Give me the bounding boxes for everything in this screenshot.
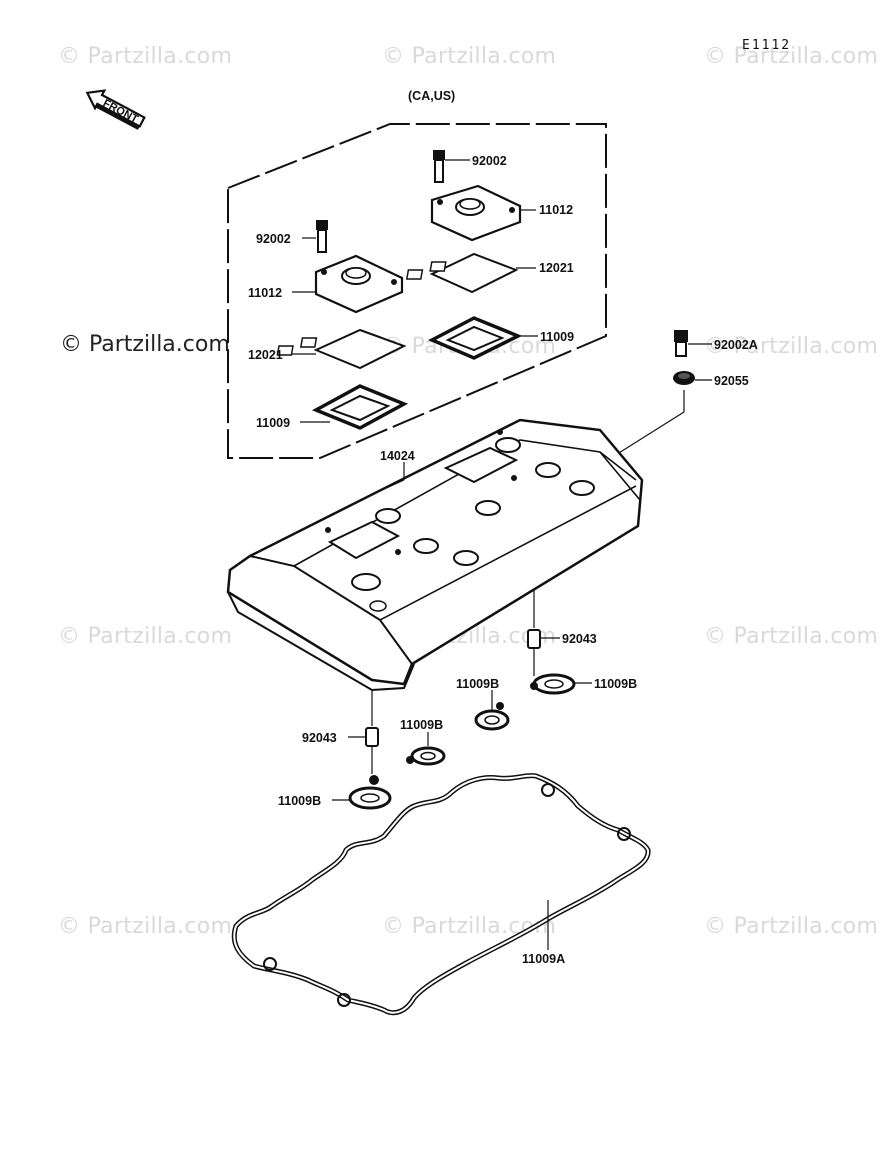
washer-92055-icon: [673, 371, 695, 385]
watermark: © Partzilla.com: [704, 44, 879, 69]
part-label: 11009: [256, 416, 290, 430]
watermark: © Partzilla.com: [58, 44, 233, 69]
part-label: 92002: [472, 154, 507, 168]
washer-11009B-left-icon: [348, 775, 392, 810]
part-label: 11009B: [456, 677, 499, 691]
part-label: 11009A: [522, 952, 565, 966]
part-label: 11009: [540, 330, 574, 344]
part-label: 12021: [248, 348, 283, 362]
part-label: 11009B: [594, 677, 637, 691]
reed-plate-12021-left-icon: [276, 328, 407, 370]
reed-plate-12021-right-icon: [405, 252, 519, 294]
watermark: © Partzilla.com: [704, 914, 879, 939]
watermark-dark: © Partzilla.com: [60, 332, 230, 357]
watermark: © Partzilla.com: [704, 334, 879, 359]
part-label: 92055: [714, 374, 749, 388]
bolt-92002-upper-icon: [433, 150, 445, 183]
bolt-92002A-icon: [674, 330, 688, 357]
watermark: © Partzilla.com: [58, 624, 233, 649]
dowel-pin-92043-right-icon: [527, 629, 541, 649]
part-label: 12021: [539, 261, 574, 275]
part-label: 11009B: [400, 718, 443, 732]
gasket-11009-right-icon: [427, 316, 523, 360]
watermark: © Partzilla.com: [58, 914, 233, 939]
dowel-pin-92043-left-icon: [365, 727, 379, 747]
watermark: © Partzilla.com: [704, 624, 879, 649]
diagram-code: E1112: [742, 38, 792, 53]
part-label: 92002A: [714, 338, 758, 352]
washer-11009B-mid-icon: [474, 702, 510, 731]
washer-11009B-center-icon: [406, 746, 446, 766]
valve-cover-plate-11012-upper-icon: [430, 184, 522, 242]
part-label: 11009B: [278, 794, 321, 808]
part-label: 11012: [248, 286, 282, 300]
watermark: © Partzilla.com: [382, 914, 557, 939]
part-label: 92002: [256, 232, 291, 246]
part-label: 92043: [562, 632, 597, 646]
part-label: 92043: [302, 731, 337, 745]
gasket-11009-left-icon: [311, 384, 409, 430]
cylinder-head-cover-14024-icon: [226, 418, 644, 692]
part-label: 11012: [539, 203, 573, 217]
bolt-92002-left-icon: [316, 220, 328, 253]
head-cover-gasket-11009A-icon: [231, 773, 651, 1016]
front-arrow-icon: FRONT: [85, 89, 146, 130]
region-label: (CA,US): [408, 89, 455, 103]
washer-11009B-right-icon: [530, 673, 576, 695]
watermark: © Partzilla.com: [382, 44, 557, 69]
valve-cover-plate-11012-left-icon: [314, 254, 404, 314]
part-label: 14024: [380, 449, 415, 463]
